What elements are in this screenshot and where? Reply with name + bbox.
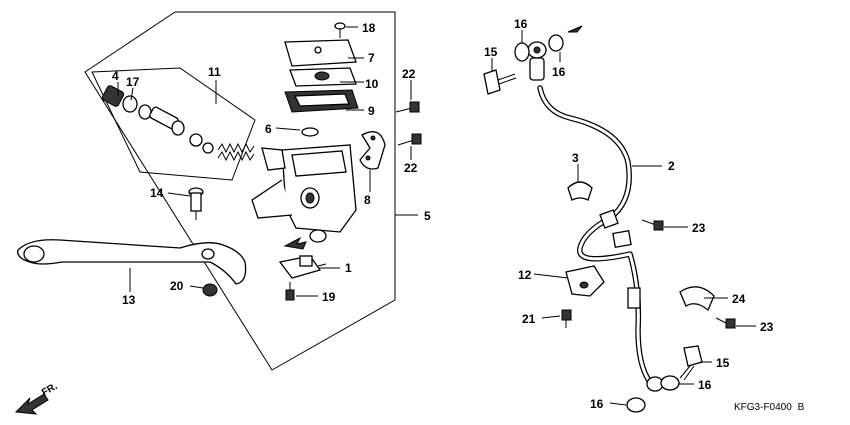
callout-22-upper: 22 (402, 67, 416, 81)
callout-2: 2 (668, 159, 675, 173)
screw-19 (285, 282, 295, 301)
direction-label: FR. (40, 381, 60, 399)
callout-13: 13 (122, 293, 136, 307)
washer-6 (301, 127, 319, 137)
diagram-code: KFG3-F0400 B (734, 402, 805, 413)
callout-22-lower: 22 (404, 161, 418, 175)
callout-24: 24 (732, 292, 746, 306)
piston-kit (101, 85, 255, 162)
callout-17: 17 (126, 75, 140, 89)
callout-16-bottom-right: 16 (698, 378, 712, 392)
callout-19: 19 (322, 290, 336, 304)
callout-6: 6 (265, 122, 272, 136)
callout-10: 10 (365, 77, 379, 91)
callout-5: 5 (424, 209, 431, 223)
clamp-24 (679, 286, 715, 312)
callout-9: 9 (368, 104, 375, 118)
callout-7: 7 (368, 51, 375, 65)
washer-16-c (660, 375, 680, 391)
brake-lever (17, 239, 247, 285)
master-cylinder-body (251, 144, 357, 243)
callout-11: 11 (208, 65, 221, 79)
diagram-code-text: KFG3-F0400 (734, 402, 792, 413)
callout-23-lower: 23 (760, 320, 774, 334)
callout-21: 21 (522, 312, 536, 326)
arrow-mark (283, 236, 307, 250)
diaphragm (284, 89, 359, 113)
hose-clip-3 (567, 181, 593, 201)
pivot-bolt-14 (188, 187, 204, 220)
hose-fittings (527, 41, 664, 392)
washer-16-b (548, 34, 564, 52)
callout-23-upper: 23 (692, 221, 706, 235)
clamp-8 (359, 131, 386, 170)
brake-switch (278, 255, 327, 279)
leader-lines (117, 26, 756, 406)
callout-3: 3 (572, 151, 579, 165)
callout-15-top: 15 (484, 45, 498, 59)
callout-12: 12 (518, 268, 532, 282)
reservoir-cap (284, 39, 357, 67)
bolt-23-lower (715, 317, 736, 329)
callout-18: 18 (362, 21, 376, 35)
direction-arrow-top (567, 25, 583, 33)
washer-16-a (514, 42, 530, 62)
callout-14: 14 (150, 186, 164, 200)
callout-8: 8 (364, 193, 371, 207)
nut-20 (202, 283, 218, 297)
bolt-23-upper (641, 219, 664, 231)
washer-16-d (626, 397, 646, 413)
bolt-22-upper (395, 101, 420, 113)
banjo-bolt-15-upper (483, 69, 517, 95)
callout-16-top-left: 16 (514, 17, 528, 31)
hose-guide-12 (565, 265, 605, 297)
callouts: 18 7 10 9 11 4 17 6 22 22 8 5 14 1 19 20… (112, 17, 774, 411)
callout-16-bottom-left: 16 (590, 397, 604, 411)
callout-20: 20 (170, 279, 184, 293)
banjo-bolt-15-lower (679, 345, 703, 381)
callout-16-top-right: 16 (552, 65, 566, 79)
callout-15-bottom: 15 (716, 356, 730, 370)
bolt-21 (561, 309, 572, 328)
screw-18 (334, 22, 346, 38)
bolt-22-lower (397, 133, 422, 146)
assembly-border (84, 11, 396, 371)
callout-1: 1 (345, 261, 352, 275)
front-direction-arrow: FR. (14, 381, 60, 415)
diagram-revision: B (798, 402, 805, 413)
callout-4: 4 (112, 69, 119, 83)
cap-plate (289, 67, 357, 87)
